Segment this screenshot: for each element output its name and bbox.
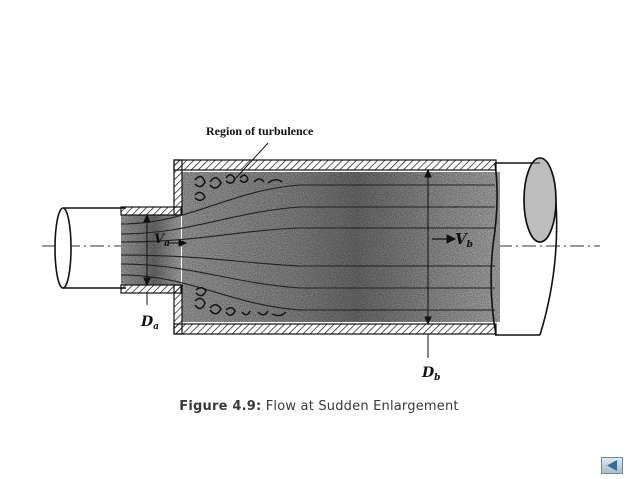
caption-text: Flow at Sudden Enlargement — [265, 399, 459, 414]
va-label: Va — [154, 232, 170, 249]
outlet-pipe — [490, 157, 558, 336]
db-label: Db — [421, 365, 440, 383]
flow-region — [121, 172, 500, 322]
inlet-pipe — [54, 207, 126, 289]
vb-label: Vb — [455, 230, 473, 250]
va-arrow — [168, 239, 188, 247]
da-dimension — [143, 213, 151, 305]
turbulence-eddies — [194, 174, 287, 317]
caption-number: Figure 4.9: — [179, 399, 262, 414]
annotation-leader — [235, 142, 269, 179]
da-label: Da — [140, 314, 159, 332]
vb-arrow — [432, 234, 457, 244]
triangle-left-icon — [607, 460, 617, 471]
previous-slide-button[interactable] — [601, 457, 623, 474]
pipe-walls — [120, 159, 497, 335]
turbulence-annotation: Region of turbulence — [206, 124, 314, 138]
figure-caption: Figure 4.9: Flow at Sudden Enlargement — [0, 399, 638, 414]
db-dimension — [424, 168, 432, 358]
